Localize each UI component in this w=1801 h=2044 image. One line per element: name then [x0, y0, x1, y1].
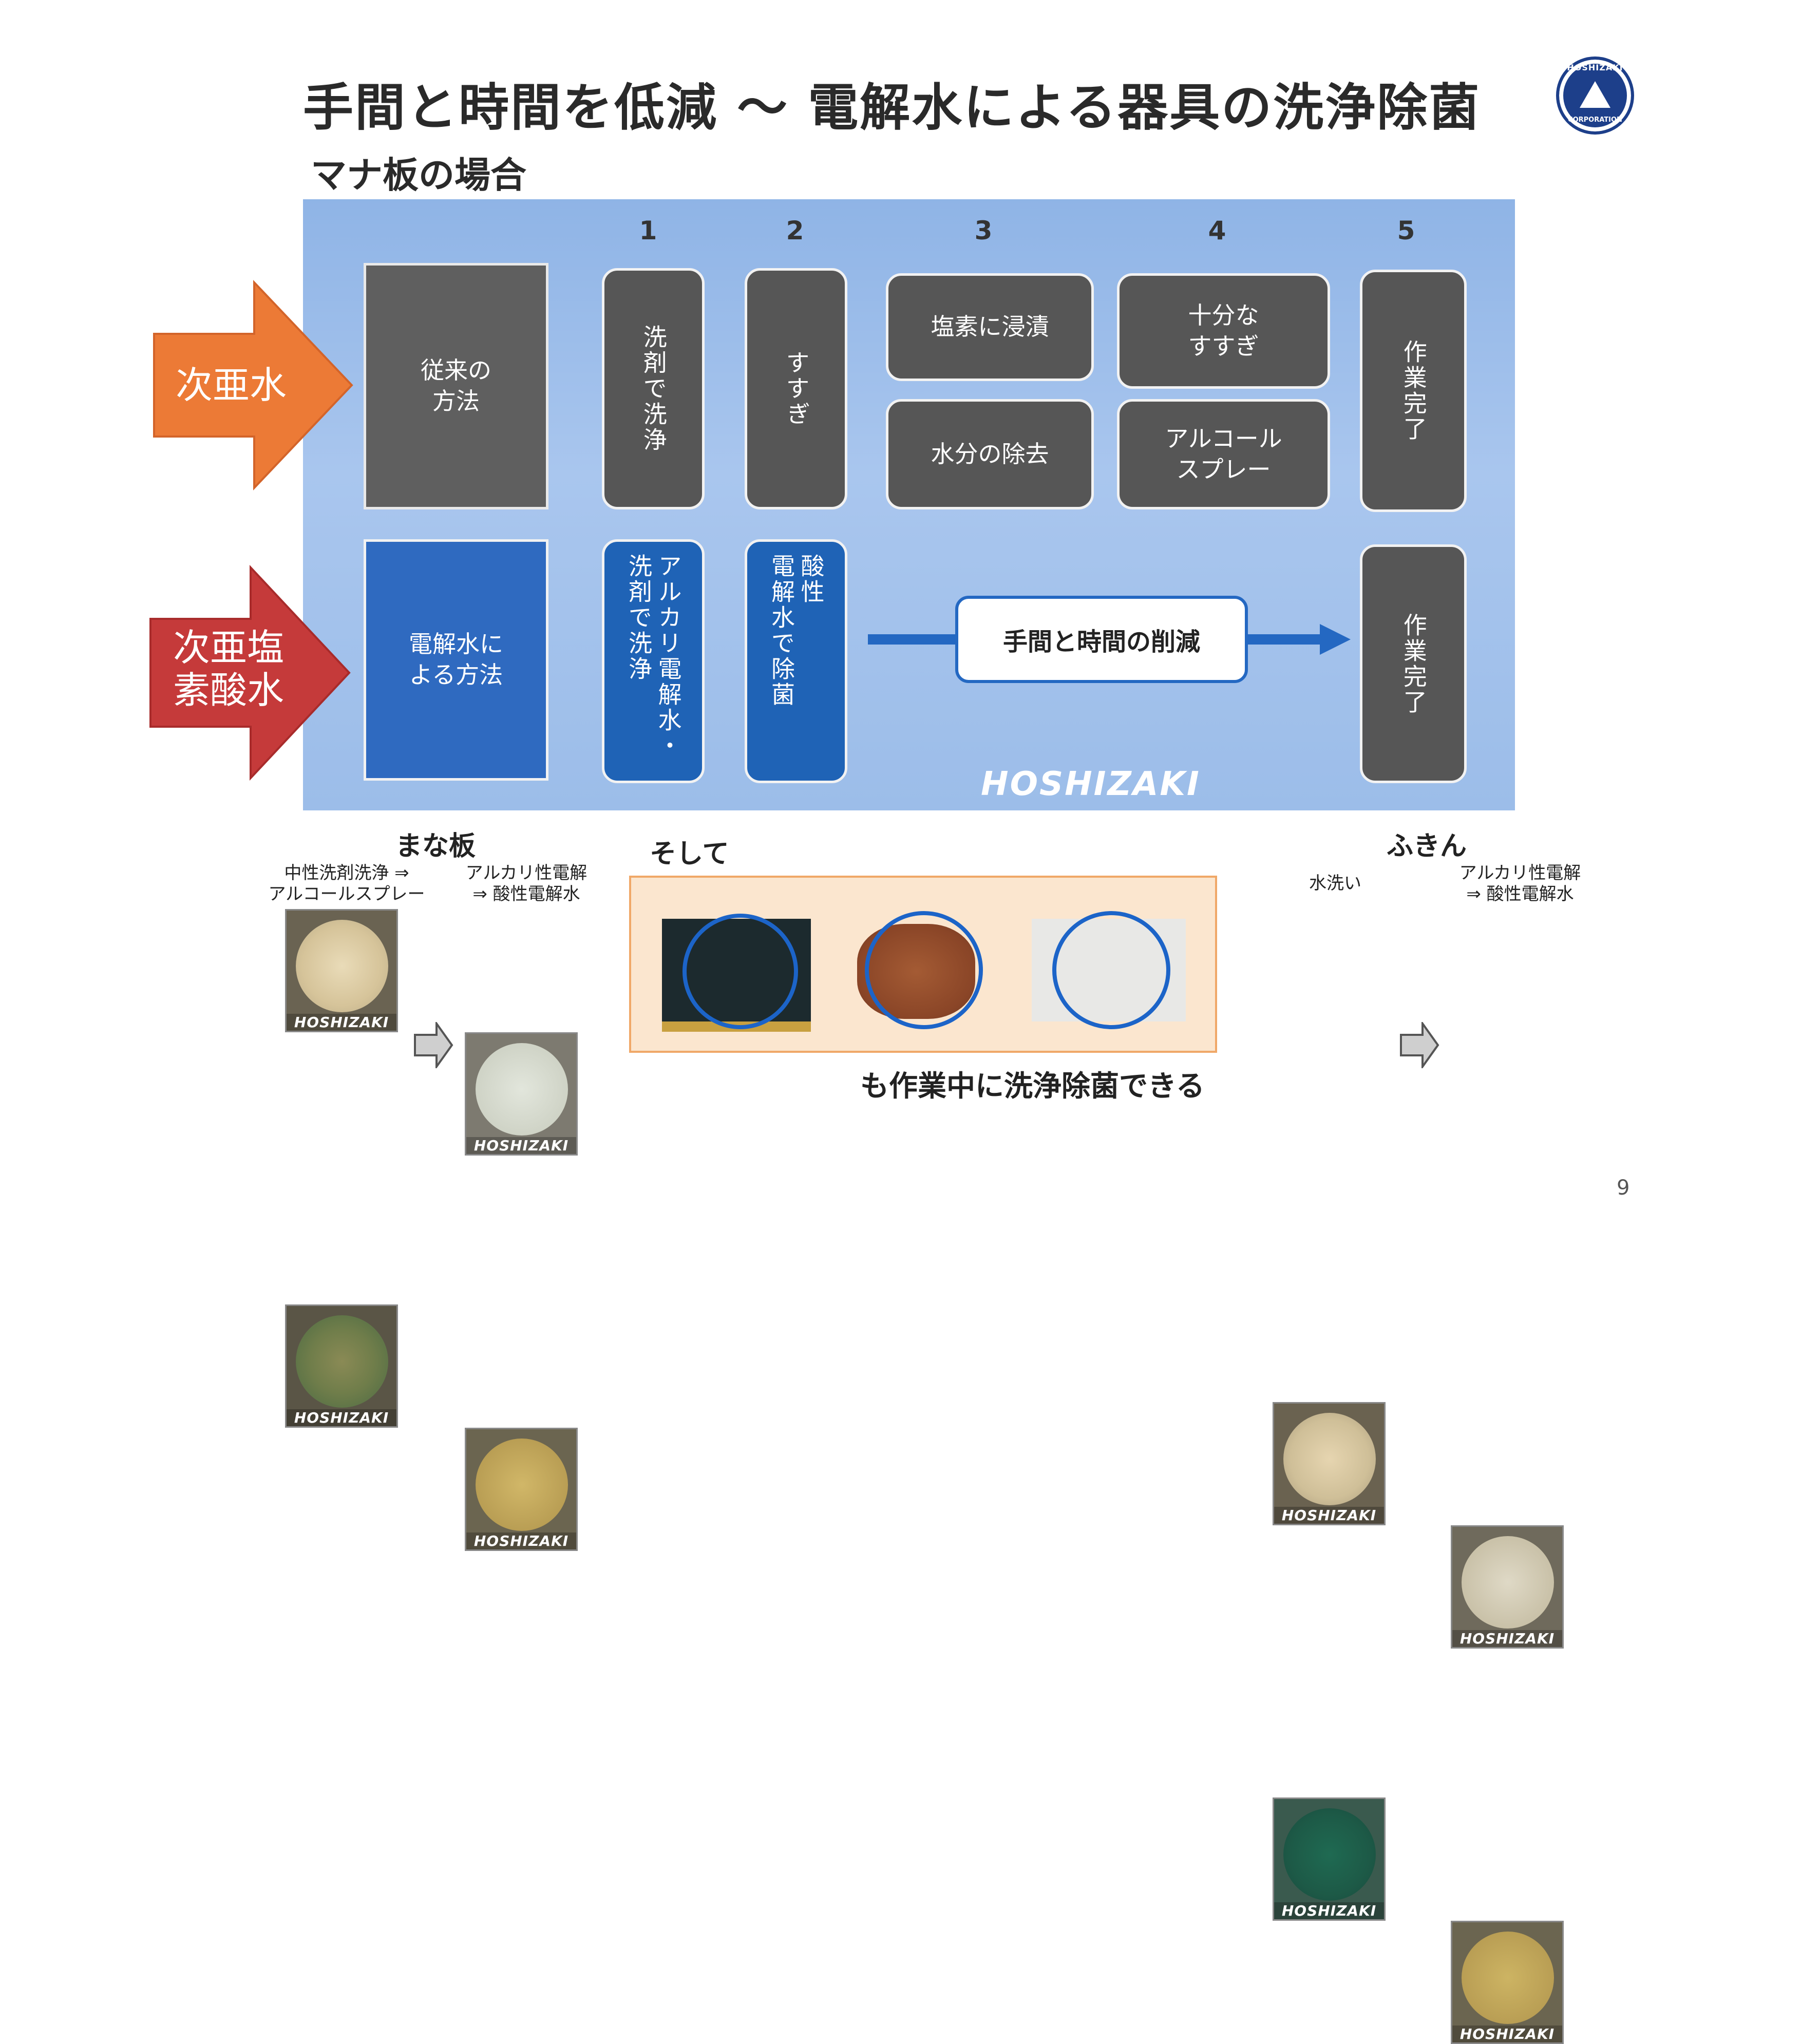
logo-ring-top: HOSHIZAKI	[1567, 63, 1623, 72]
cloth-before-caption: 水洗い	[1309, 873, 1361, 894]
dish-plate	[1462, 1536, 1554, 1629]
cloth-after-dish1: HOSHIZAKI	[1451, 1525, 1564, 1649]
dish-plate	[1462, 1932, 1554, 2024]
dish-watermark: HOSHIZAKI	[466, 1137, 576, 1154]
electrolyzed-step2-line1: 酸性	[797, 553, 825, 605]
conventional-step4a-box: 十分な すすぎ	[1117, 273, 1330, 389]
conventional-step5-text: 作業完了	[1399, 339, 1428, 442]
cutting-board-after-caption: アルカリ性電解 ⇒ 酸性電解水	[465, 863, 587, 904]
dish-watermark: HOSHIZAKI	[466, 1532, 576, 1549]
cutting-board-after-dish2: HOSHIZAKI	[465, 1428, 578, 1551]
conventional-step3a-box: 塩素に浸漬	[886, 273, 1094, 381]
hoshizaki-logo-icon: HOSHIZAKI CORPORATION	[1556, 56, 1634, 135]
dish-watermark: HOSHIZAKI	[287, 1409, 396, 1426]
dish-plate	[476, 1439, 568, 1531]
conventional-step5-box: 作業完了	[1360, 270, 1467, 512]
page-subtitle: マナ板の場合	[311, 154, 526, 196]
step-number-5: 5	[1397, 216, 1415, 245]
cloth-heading: ふきん	[1387, 831, 1467, 862]
reduction-label-box: 手間と時間の削減	[955, 596, 1248, 683]
conventional-step4b-box: アルコール スプレー	[1117, 399, 1330, 509]
logo-ring-bottom: CORPORATION	[1568, 116, 1622, 124]
conventional-arrow-icon	[153, 280, 353, 490]
cutting-board-after-dish1: HOSHIZAKI	[465, 1032, 578, 1156]
cutting-board-before-dish1: HOSHIZAKI	[285, 909, 398, 1032]
page-title: 手間と時間を低減 ～ 電解水による器具の洗浄除菌	[303, 79, 1481, 137]
cutting-board-arrow-icon	[414, 1022, 453, 1068]
highlight-circle	[683, 914, 798, 1029]
electrolyzed-step1-line1: アルカリ電解水・	[654, 553, 683, 759]
step-number-2: 2	[786, 216, 804, 245]
dish-watermark: HOSHIZAKI	[287, 1014, 396, 1031]
dish-watermark: HOSHIZAKI	[1274, 1902, 1384, 1919]
cloth-arrow-icon	[1400, 1022, 1439, 1068]
electrolyzed-water-label: 次亜塩 素酸水	[154, 627, 303, 712]
conventional-step1-box: 洗剤で洗浄	[602, 268, 705, 509]
electrolyzed-method-box: 電解水に よる方法	[364, 539, 548, 781]
dish-watermark: HOSHIZAKI	[1452, 2026, 1562, 2042]
step-number-3: 3	[974, 216, 993, 245]
middle-heading: そして	[650, 839, 729, 869]
electrolyzed-step1-line2: 洗剤で洗浄	[625, 553, 653, 682]
dish-plate	[1283, 1808, 1376, 1901]
middle-footer: も作業中に洗浄除菌できる	[860, 1070, 1205, 1103]
electrolyzed-step2-box: 酸性電解水で除菌	[745, 539, 847, 783]
step-number-4: 4	[1208, 216, 1226, 245]
dish-plate	[296, 920, 388, 1012]
electrolyzed-step1-text: アルカリ電解水・洗剤で洗浄	[624, 554, 683, 769]
cutting-board-before-dish2: HOSHIZAKI	[285, 1304, 398, 1428]
cloth-after-dish2: HOSHIZAKI	[1451, 1921, 1564, 2044]
electrolyzed-step2-text: 酸性電解水で除菌	[767, 554, 826, 769]
highlight-circle	[1052, 911, 1170, 1029]
dish-watermark: HOSHIZAKI	[1452, 1630, 1562, 1647]
conventional-step2-text: すすぎ	[782, 350, 810, 427]
dish-plate	[1283, 1413, 1376, 1505]
dish-plate	[476, 1043, 568, 1135]
cutting-board-heading: まな板	[395, 831, 476, 862]
conventional-water-label: 次亜水	[175, 363, 287, 407]
cloth-before-dish1: HOSHIZAKI	[1273, 1402, 1386, 1525]
electrolyzed-step1-box: アルカリ電解水・洗剤で洗浄	[602, 539, 705, 783]
conventional-method-box: 従来の 方法	[364, 263, 548, 509]
page-number: 9	[1617, 1176, 1630, 1200]
panel-watermark: HOSHIZAKI	[981, 765, 1201, 803]
electrolyzed-step5-box: 作業完了	[1360, 544, 1467, 783]
mountain-icon	[1580, 81, 1610, 108]
electrolyzed-step2-line2: 電解水で除菌	[768, 553, 795, 708]
cloth-before-dish2: HOSHIZAKI	[1273, 1797, 1386, 1921]
conventional-step3b-box: 水分の除去	[886, 399, 1094, 509]
cloth-after-caption: アルカリ性電解 ⇒ 酸性電解水	[1459, 863, 1581, 904]
step-number-1: 1	[639, 216, 657, 245]
conventional-step1-text: 洗剤で洗浄	[639, 325, 668, 453]
sponge-photo-strip	[629, 876, 1217, 1053]
electrolyzed-label-line2: 素酸水	[173, 668, 284, 712]
dish-plate	[296, 1315, 388, 1408]
cutting-board-before-caption: 中性洗剤洗浄 ⇒ アルコールスプレー	[268, 863, 425, 904]
dish-watermark: HOSHIZAKI	[1274, 1507, 1384, 1524]
electrolyzed-arrow-icon	[149, 565, 351, 781]
highlight-circle	[865, 911, 983, 1029]
electrolyzed-label-line1: 次亜塩	[173, 626, 284, 669]
electrolyzed-step5-text: 作業完了	[1399, 612, 1428, 715]
conventional-step2-box: すすぎ	[745, 268, 847, 509]
